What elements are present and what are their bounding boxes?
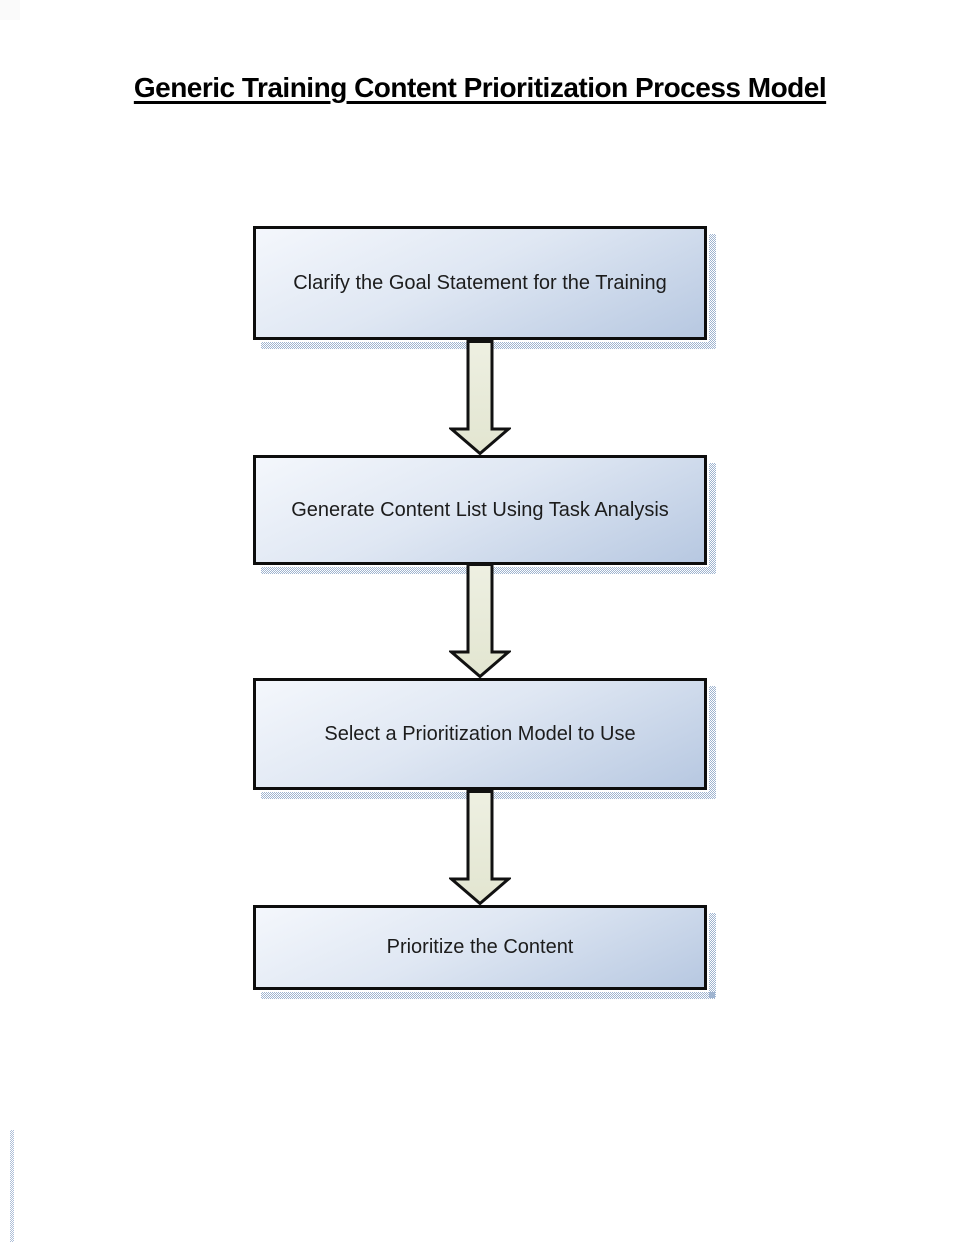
step-4-shadow-bottom: [261, 992, 715, 999]
down-arrow-icon: [449, 790, 511, 906]
flowchart-step-1-label: Clarify the Goal Statement for the Train…: [293, 271, 667, 294]
step-1-shadow-right: [709, 234, 716, 348]
vertical-watermark-strip: [10, 1130, 14, 1242]
flowchart-step-4-label: Prioritize the Content: [386, 936, 574, 958]
page-title: Generic Training Content Prioritization …: [133, 72, 827, 103]
down-arrow-icon: [449, 563, 511, 679]
flowchart-step-3: Select a Prioritization Model to Use: [253, 678, 707, 790]
corner-artifact: [0, 0, 20, 20]
step-3-shadow-right: [709, 686, 716, 798]
down-arrow-icon: [449, 340, 511, 456]
flowchart-step-3-label: Select a Prioritization Model to Use: [324, 722, 636, 745]
flowchart-step-4: Prioritize the Content: [253, 905, 707, 990]
flowchart-step-2-label: Generate Content List Using Task Analysi…: [291, 498, 669, 521]
flowchart-step-2: Generate Content List Using Task Analysi…: [253, 455, 707, 565]
flowchart-step-1: Clarify the Goal Statement for the Train…: [253, 226, 707, 340]
step-4-shadow-right: [709, 913, 716, 998]
step-2-shadow-right: [709, 463, 716, 573]
